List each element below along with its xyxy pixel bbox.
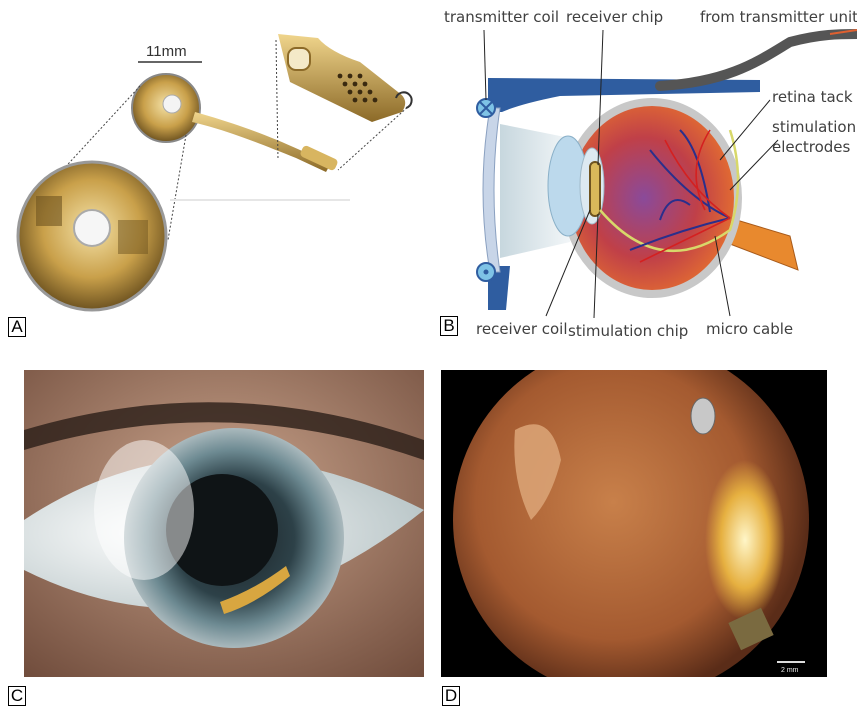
transmitter-cable xyxy=(660,34,857,86)
panel-c-eye-photo xyxy=(24,370,424,677)
receiver-chip xyxy=(590,162,600,216)
label-stimulation-chip: stimulation chip xyxy=(568,322,688,340)
panel-letter-b: B xyxy=(440,316,458,336)
zoomed-electrode-array xyxy=(278,34,412,122)
implant-glare xyxy=(705,460,785,620)
label-stimulation: stimulation xyxy=(772,118,856,136)
panel-letter-a: A xyxy=(8,317,26,337)
implant-disc-hole-small xyxy=(163,95,181,113)
scalebar-label: 2 mm xyxy=(781,667,799,674)
label-electrodes: electrodes xyxy=(772,138,851,156)
panel-a-implant-illustration: 11mm xyxy=(0,0,420,340)
implant-disc-hole-zoomed xyxy=(74,210,110,246)
panel-letter-d: D xyxy=(442,686,460,706)
label-receiver-chip: receiver chip xyxy=(566,8,663,26)
label-from-transmitter-unit: from transmitter unit xyxy=(700,8,857,26)
label-receiver-coil: receiver coil xyxy=(476,320,568,338)
label-micro-cable: micro cable xyxy=(706,320,793,338)
glasses-lens xyxy=(483,108,500,272)
implant-ribbon-cable xyxy=(192,112,330,172)
scale-bar-label: 11mm xyxy=(146,43,187,60)
panel-b-eye-diagram: transmitter coil receiver chip from tran… xyxy=(430,0,857,345)
retina-tack xyxy=(691,398,715,434)
panel-letter-c: C xyxy=(8,686,26,706)
panel-d-fundus-photo: 2 mm xyxy=(441,370,827,677)
optic-nerve xyxy=(730,218,798,270)
label-retina-tack: retina tack xyxy=(772,88,853,106)
label-transmitter-coil: transmitter coil xyxy=(444,8,559,26)
